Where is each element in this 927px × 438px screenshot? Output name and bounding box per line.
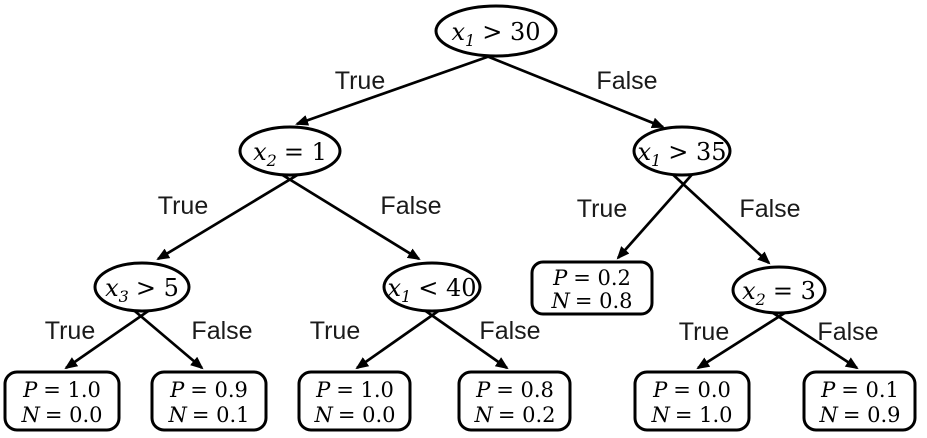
leaf-box (530, 260, 654, 316)
edge-x2eq3-true (696, 307, 792, 370)
leaf-n-line: N= 0.0 (20, 403, 102, 427)
edge-x2eq3-false (766, 307, 859, 370)
decision-node-root: x1> 30 (434, 4, 558, 58)
leaf-box (802, 370, 917, 432)
edge-x1lt40-true (355, 305, 445, 370)
leaf-n-line: N= 0.8 (550, 289, 632, 313)
node-condition: x2= 3 (742, 277, 816, 309)
leaf-p-line: P= 1.0 (315, 378, 394, 402)
leaf-node-p01: P= 0.1 N= 0.9 (802, 370, 917, 432)
edge-x1gt35-false (668, 170, 771, 265)
node-ellipse (632, 125, 732, 177)
edge-labels: True False True False True False True Fa… (45, 67, 879, 346)
edge-label: True (310, 317, 360, 345)
edge-label: False (596, 67, 657, 95)
decision-node-x1-lt-40: x1< 40 (382, 261, 482, 313)
node-ellipse (238, 125, 342, 177)
leaf-box (633, 370, 751, 432)
leaf-box (297, 370, 412, 432)
edge-label: True (45, 317, 95, 345)
leaf-p-line: P= 1.0 (22, 378, 101, 402)
node-condition: x1> 35 (637, 138, 726, 170)
decision-node-x2-eq-3: x2= 3 (731, 265, 827, 315)
leaf-node-p09: P= 0.9 N= 0.1 (150, 370, 268, 432)
leaf-n-line: N= 0.0 (313, 403, 395, 427)
leaf-box (150, 370, 268, 432)
edge-label: False (817, 318, 878, 346)
decision-node-x2-eq-1: x2= 1 (238, 125, 342, 177)
leaf-box (457, 370, 572, 432)
edge-root-false (473, 49, 665, 129)
edge-x1lt40-false (419, 305, 509, 370)
leaf-node-p10-b: P= 1.0 N= 0.0 (297, 370, 412, 432)
leaf-node-p00: P= 0.0 N= 1.0 (633, 370, 751, 432)
node-condition: x2= 1 (253, 138, 327, 170)
edge-x1gt35-true (616, 169, 698, 260)
edge-label: True (158, 192, 208, 220)
leaf-p-line: P= 0.0 (652, 378, 731, 402)
edge-label: False (739, 195, 800, 223)
decision-node-x3-gt-5: x3> 5 (93, 261, 191, 313)
edge-root-true (295, 48, 508, 126)
node-ellipse (731, 265, 827, 315)
leaf-p-line: P= 0.9 (169, 378, 248, 402)
leaf-p-line: P= 0.2 (552, 266, 631, 290)
edge-label: True (335, 67, 385, 95)
edge-x2eq1-false (275, 169, 421, 261)
edge-x3gt5-false (129, 305, 204, 370)
tree-edges (64, 48, 859, 370)
leaf-node-p10-a: P= 1.0 N= 0.0 (3, 370, 121, 432)
edge-label: False (380, 192, 441, 220)
leaf-box (3, 370, 121, 432)
leaf-node-p08: P= 0.8 N= 0.2 (457, 370, 572, 432)
node-condition: x1< 40 (387, 274, 476, 306)
leaf-n-line: N= 0.2 (473, 403, 555, 427)
edge-label: True (679, 318, 729, 346)
edge-label: True (577, 195, 627, 223)
node-ellipse (434, 4, 558, 58)
leaf-n-line: N= 0.9 (818, 403, 900, 427)
edge-x3gt5-true (64, 305, 155, 370)
edge-label: False (479, 317, 540, 345)
edge-label: False (191, 317, 252, 345)
leaf-p-line: P= 0.8 (475, 378, 554, 402)
decision-node-x1-gt-35: x1> 35 (632, 125, 732, 177)
node-ellipse (93, 261, 191, 313)
leaf-p-line: P= 0.1 (820, 378, 899, 402)
node-condition: x3> 5 (105, 274, 179, 306)
leaf-n-line: N= 1.0 (650, 403, 732, 427)
node-condition: x1> 30 (451, 18, 540, 50)
edge-x2eq1-true (156, 169, 305, 261)
leaf-node-p02: P= 0.2 N= 0.8 (530, 260, 654, 316)
node-ellipse (382, 261, 482, 313)
leaf-n-line: N= 0.1 (167, 403, 249, 427)
